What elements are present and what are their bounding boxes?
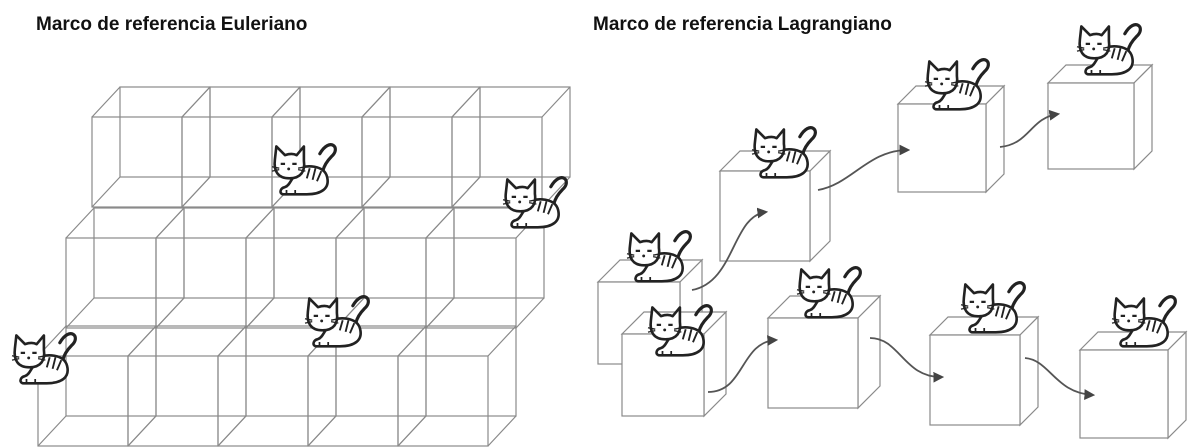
trajectory-arrow [869, 337, 945, 383]
grid-cell [361, 86, 481, 208]
grid-cell [397, 325, 517, 447]
cats-layer [10, 23, 1177, 385]
lagrangian-arrows [691, 109, 1096, 400]
eulerian-title: Marco de referencia Euleriano [36, 14, 308, 35]
grid-cell [127, 325, 247, 447]
cat-icon [501, 176, 568, 229]
grid-cell [155, 207, 275, 329]
grid-cell [65, 207, 185, 329]
grid-cell [37, 325, 157, 447]
trajectory-arrow [999, 109, 1061, 148]
lagrangian-title: Marco de referencia Lagrangiano [593, 14, 892, 35]
trajectory-arrow [707, 335, 779, 393]
trajectory-arrow [817, 144, 911, 191]
parcel-cube [1046, 63, 1154, 171]
trajectory-arrow [691, 207, 769, 291]
trajectory-arrow [1024, 357, 1096, 400]
grid-cell [335, 207, 455, 329]
cat-icon [270, 143, 337, 196]
grid-cell [91, 86, 211, 208]
lagrangian-cubes [596, 63, 1188, 440]
eulerian-grid [37, 86, 571, 447]
grid-cell [451, 86, 571, 208]
parcel-cube [1078, 330, 1188, 440]
grid-cell [245, 207, 365, 329]
